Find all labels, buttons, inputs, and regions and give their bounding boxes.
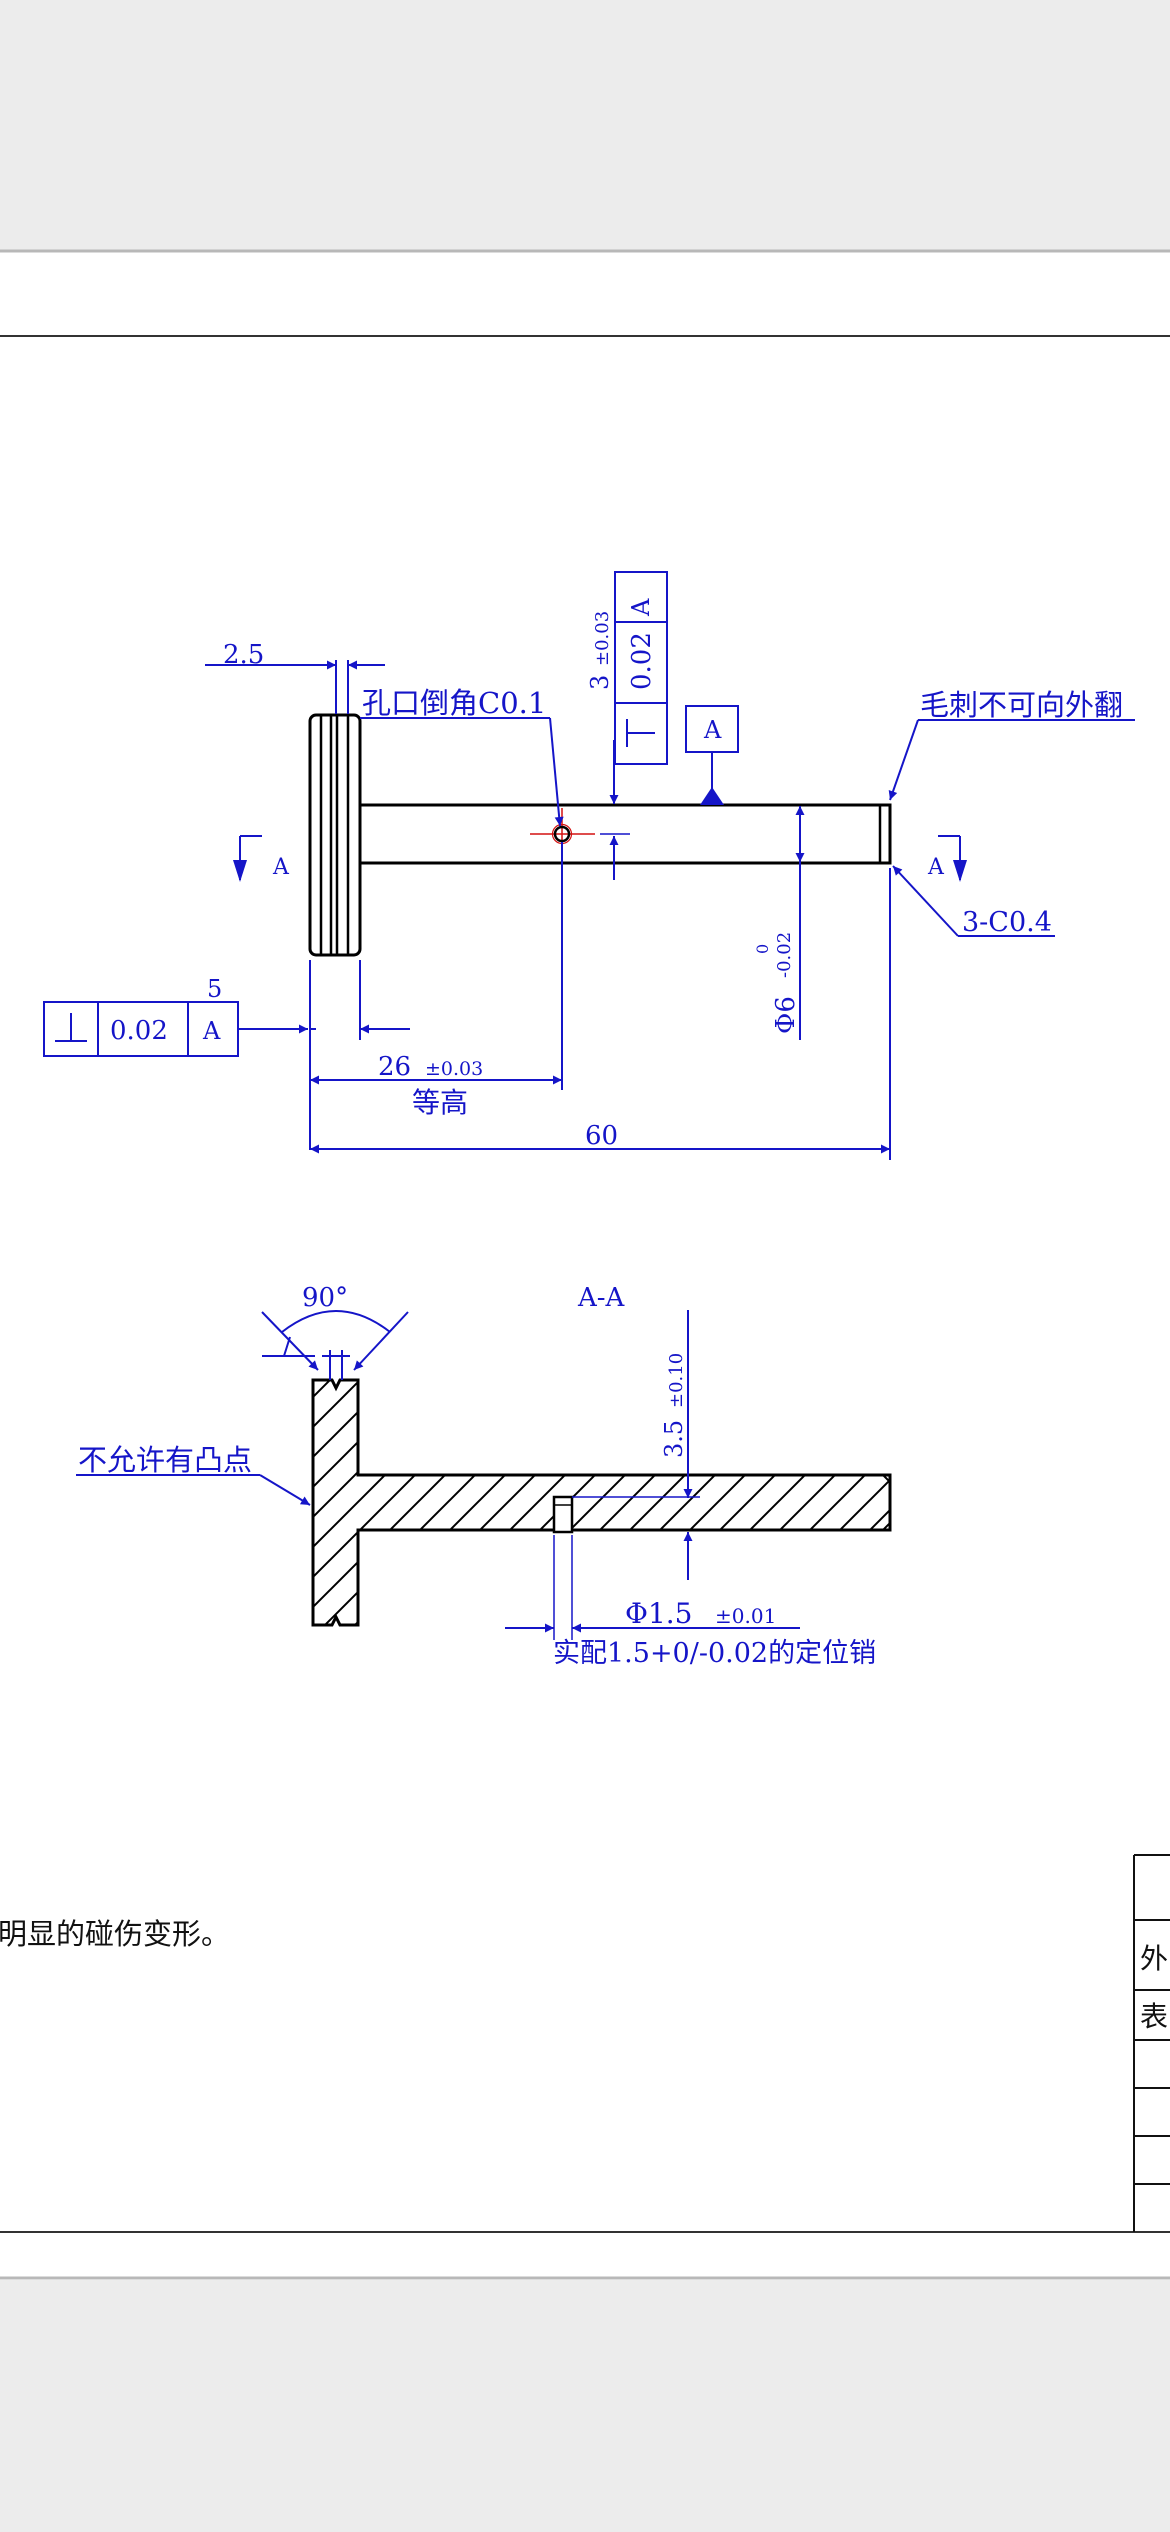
perp-height-symbol (626, 719, 655, 747)
dim-hole-value: Φ1.5 (625, 1597, 692, 1630)
title-block: 外 表 (1133, 1854, 1170, 2232)
section-view: A-A 90° 不允许有凸点 3.5 ±0.10 Φ (76, 1283, 892, 1669)
note-no-bump: 不允许有凸点 (78, 1443, 252, 1477)
dim-26-tol: ±0.03 (425, 1058, 483, 1080)
dim-overall: 60 (585, 1121, 618, 1151)
perp-face-symbol (55, 1013, 87, 1042)
dim-3-5-value: 3.5 (660, 1420, 688, 1458)
note-hole-chamfer: 孔口倒角C0.1 (362, 686, 546, 720)
angle-label: 90° (302, 1283, 348, 1313)
section-profile (311, 1378, 892, 1627)
note-equal-height: 等高 (412, 1086, 468, 1119)
dim-height-value: 3 (586, 675, 614, 690)
note-chamfer: 3-C0.4 (962, 907, 1052, 938)
datum-a-label: A (703, 716, 722, 744)
note-pin-fit: 实配1.5+0/-0.02的定位销 (553, 1638, 876, 1669)
dim-diameter-tol-upper: 0 (753, 944, 772, 954)
technical-note-partial: 明显的碰伤变形。 (0, 1917, 230, 1951)
perp-face-datum: A (202, 1017, 221, 1045)
dim-rim: 5 (207, 975, 222, 1003)
title-block-row-2: 表 (1140, 2000, 1168, 2033)
dim-26-value: 26 (378, 1052, 411, 1082)
section-title: A-A (577, 1283, 626, 1313)
shaft-outline (358, 803, 892, 865)
perp-height-value: 0.02 (627, 632, 657, 690)
dim-hole-tol: ±0.01 (715, 1604, 776, 1628)
dim-diameter-tol-lower: -0.02 (774, 932, 795, 978)
dim-3-5-tol: ±0.10 (666, 1353, 687, 1408)
section-mark-right: A (927, 835, 967, 882)
paper (0, 250, 1170, 2280)
perp-frame-height (614, 571, 668, 765)
svg-text:A: A (927, 855, 945, 880)
dim-flange-gap: 2.5 (223, 640, 264, 670)
svg-text:A: A (272, 855, 290, 880)
perp-face-value: 0.02 (110, 1016, 168, 1046)
dim-height-tol: ±0.03 (592, 611, 613, 666)
dim-diameter: Φ6 (771, 996, 801, 1034)
title-block-row-1: 外 (1140, 1942, 1168, 1975)
note-burr: 毛刺不可向外翻 (920, 688, 1123, 722)
top-view: 2.5 孔口倒角C0.1 3 ±0.03 A 0.02 A (43, 571, 1135, 1160)
perp-height-datum: A (627, 598, 655, 617)
section-pin-hole (552, 1495, 574, 1534)
pin-hole (553, 825, 571, 843)
section-mark-left: A (233, 835, 290, 882)
